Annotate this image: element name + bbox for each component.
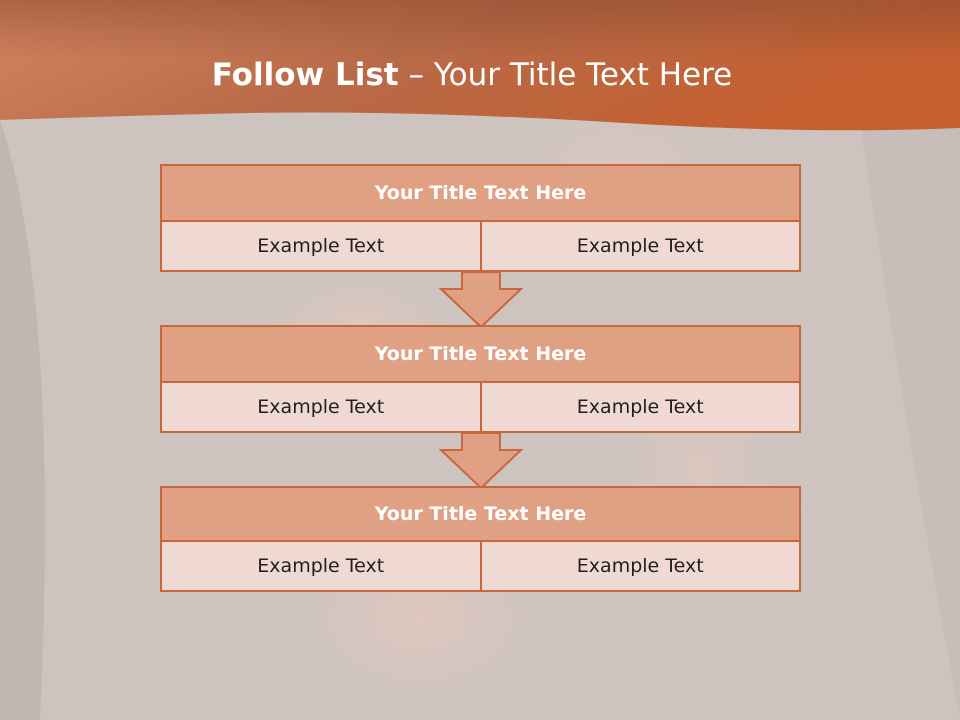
step-cell-right: Example Text bbox=[479, 542, 800, 590]
step-block-2: Your Title Text Here Example Text Exampl… bbox=[160, 325, 801, 433]
step-cell-left: Example Text bbox=[257, 235, 385, 257]
step-title: Your Title Text Here bbox=[160, 486, 801, 542]
step-title: Your Title Text Here bbox=[160, 164, 801, 222]
slide-title-rest: – Your Title Text Here bbox=[398, 57, 733, 93]
step-cell-right: Example Text bbox=[479, 222, 800, 270]
step-block-1: Your Title Text Here Example Text Exampl… bbox=[160, 164, 801, 272]
step-cell-left: Example Text bbox=[257, 555, 385, 577]
step-title: Your Title Text Here bbox=[160, 325, 801, 383]
step-cell-left: Example Text bbox=[257, 396, 385, 418]
down-arrow-icon bbox=[439, 432, 523, 490]
step-row: Example Text Example Text bbox=[160, 383, 801, 433]
slide-title-bold: Follow List bbox=[211, 57, 399, 93]
down-arrow-icon bbox=[439, 271, 523, 329]
step-cell-right: Example Text bbox=[479, 383, 800, 431]
step-row: Example Text Example Text bbox=[160, 542, 801, 592]
slide-title: Follow List – Your Title Text Here bbox=[0, 52, 944, 98]
step-block-3: Your Title Text Here Example Text Exampl… bbox=[160, 486, 801, 592]
step-row: Example Text Example Text bbox=[160, 222, 801, 272]
